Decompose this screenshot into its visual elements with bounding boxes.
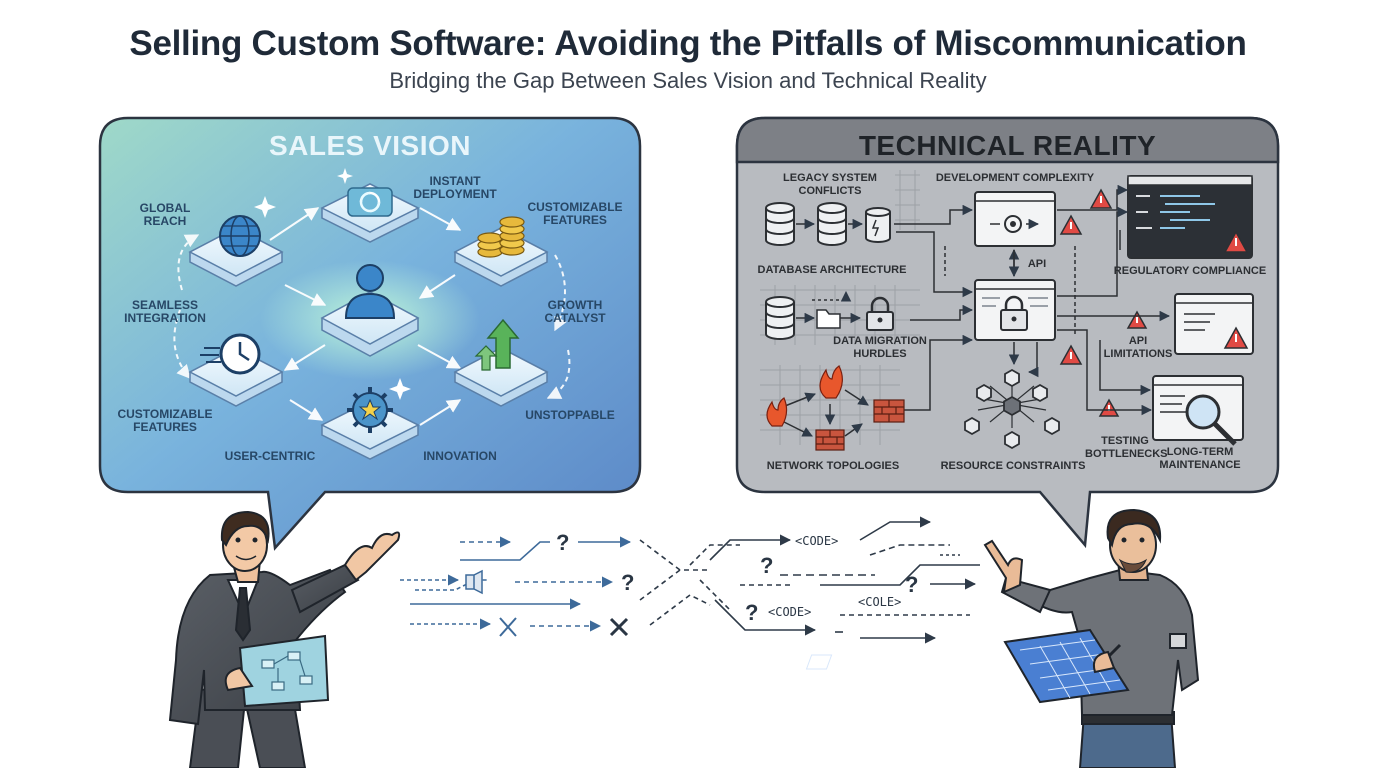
user-icon [344, 264, 396, 319]
miscommunication-arrows [400, 516, 980, 644]
label-testing-bottlenecks: TESTING BOTTLENECKS [1085, 435, 1168, 460]
engineer-figure [805, 508, 1200, 768]
magnifier-window [1152, 375, 1244, 446]
settings-window [974, 191, 1056, 247]
label-development-complexity: DEVELOPMENT COMPLEXITY [935, 172, 1095, 184]
page-subtitle: Bridging the Gap Between Sales Vision an… [389, 68, 987, 93]
globe-icon [219, 215, 261, 257]
clock-icon [200, 333, 261, 375]
fire-icon [766, 365, 843, 427]
firewall-icon [815, 399, 905, 451]
label-database-architecture: DATABASE ARCHITECTURE [757, 264, 907, 276]
label-growth-catalyst: GROWTH CATALYST [544, 298, 606, 325]
question-mark: ? [905, 572, 919, 597]
label-customizable-features-top: CUSTOMIZABLE FEATURES [527, 200, 623, 227]
code-tag-3: <COLE> [858, 595, 902, 609]
hexagon-network [964, 368, 1060, 450]
label-global-reach: GLOBAL REACH [139, 201, 191, 228]
label-resource-constraints: RESOURCE CONSTRAINTS [940, 460, 1086, 472]
page-title: Selling Custom Software: Avoiding the Pi… [129, 24, 1247, 63]
label-api-limitations: API LIMITATIONS [1103, 335, 1173, 360]
salesperson-figure [168, 510, 401, 768]
gear-star-icon [347, 387, 393, 433]
question-mark: ? [556, 530, 570, 555]
sales-vision-title: SALES VISION [268, 130, 472, 161]
secure-window [974, 279, 1056, 341]
database-icon [765, 202, 795, 246]
database-icon [865, 207, 891, 243]
refresh-icon [347, 187, 393, 217]
coins-icon [477, 216, 525, 258]
folder-icon [816, 309, 841, 329]
label-regulatory-compliance: REGULATORY COMPLIANCE [1113, 265, 1267, 277]
label-api: API [1027, 258, 1047, 270]
label-seamless-integration: SEAMLESS INTEGRATION [124, 298, 206, 325]
question-mark: ? [621, 570, 635, 595]
code-tag-1: <CODE> [795, 534, 839, 548]
label-long-term-maintenance: LONG-TERM MAINTENANCE [1159, 446, 1241, 471]
code-tag-2: <CODE> [768, 605, 812, 619]
lock-icon [866, 296, 894, 331]
label-user-centric: USER-CENTRIC [224, 449, 316, 463]
label-legacy-conflicts: LEGACY SYSTEM CONFLICTS [783, 172, 877, 197]
database-icon [765, 296, 795, 340]
question-mark: ? [745, 600, 759, 625]
technical-reality-title: TECHNICAL REALITY [858, 130, 1157, 161]
speaker-icon [465, 569, 483, 595]
growth-arrow-icon [474, 318, 520, 371]
tech-bubble [735, 116, 1280, 549]
question-mark: ? [760, 553, 774, 578]
label-network-topologies: NETWORK TOPOLOGIES [766, 460, 900, 472]
label-data-migration: DATA MIGRATION HURDLES [833, 335, 927, 360]
sales-bubble [98, 116, 642, 551]
label-instant-deployment: INSTANT DEPLOYMENT [413, 174, 497, 201]
label-customizable-features-bottom: CUSTOMIZABLE FEATURES [117, 407, 213, 434]
database-icon [817, 202, 847, 246]
network-topology [766, 365, 905, 451]
label-innovation: INNOVATION [423, 449, 497, 463]
label-unstoppable: UNSTOPPABLE [525, 408, 615, 422]
